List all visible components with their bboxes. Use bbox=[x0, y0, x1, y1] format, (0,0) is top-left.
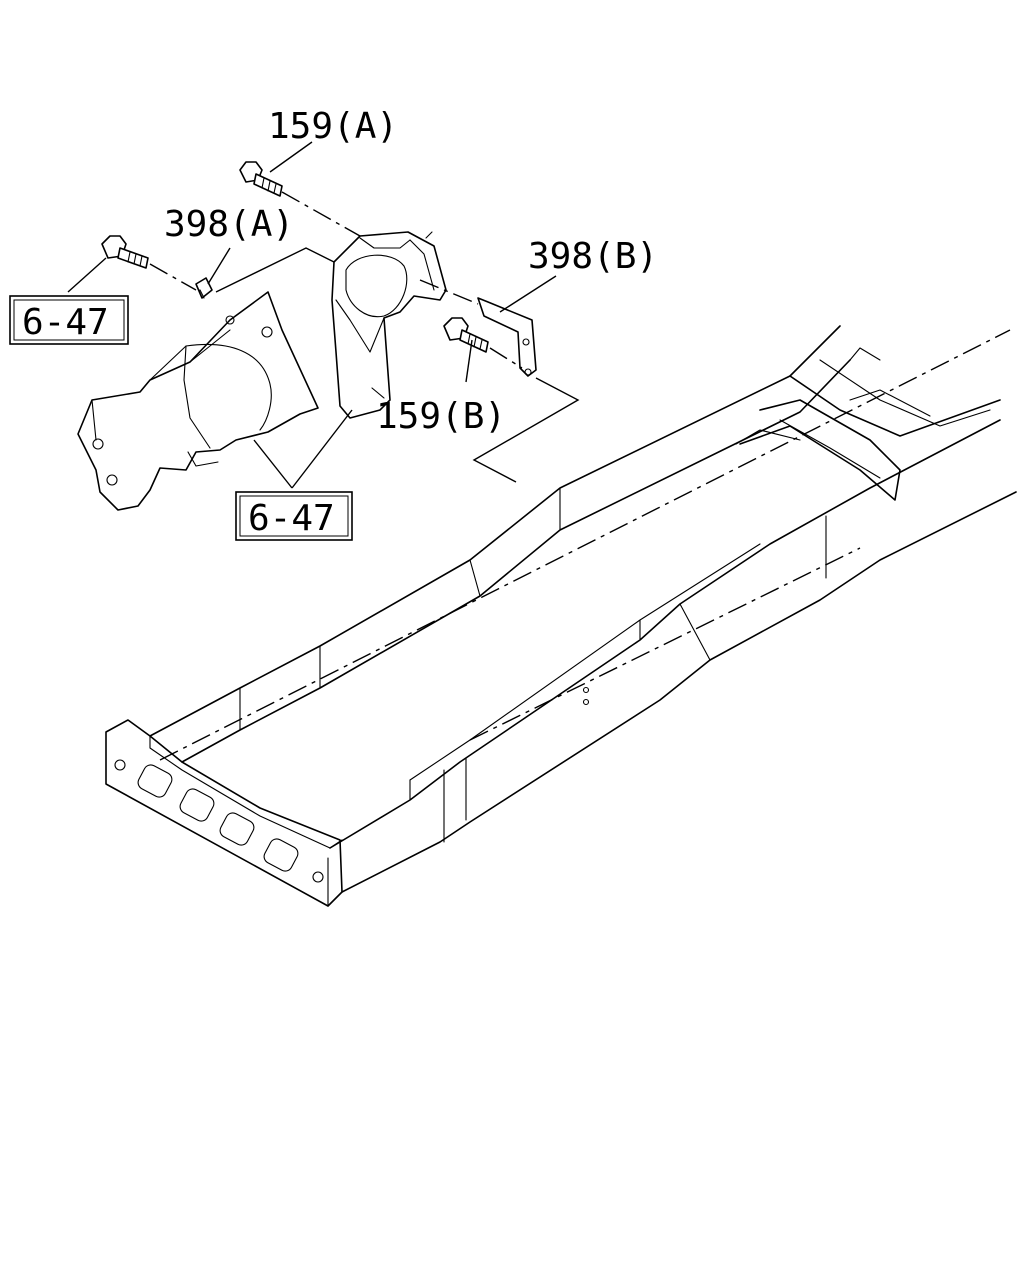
left-heat-shield bbox=[77, 291, 319, 511]
ref-box-center: 6-47 bbox=[235, 491, 353, 541]
bolt-159b bbox=[443, 317, 489, 353]
ref-box-left: 6-47 bbox=[9, 295, 129, 345]
center-heat-shield bbox=[331, 231, 447, 419]
ref-center-label: 6-47 bbox=[248, 498, 335, 539]
callout-159b: 159(B) bbox=[376, 396, 506, 437]
callout-398a: 398(A) bbox=[164, 204, 294, 245]
leader-lines bbox=[67, 141, 557, 489]
chassis-frame bbox=[105, 325, 1017, 907]
assembly-lines bbox=[149, 191, 580, 483]
ref-left-label: 6-47 bbox=[22, 302, 109, 343]
bolt-6-47-left bbox=[101, 235, 149, 269]
callout-159a: 159(A) bbox=[268, 106, 398, 147]
callout-398b: 398(B) bbox=[528, 236, 658, 277]
bolt-159a bbox=[239, 161, 283, 197]
bracket-398b bbox=[477, 297, 537, 377]
